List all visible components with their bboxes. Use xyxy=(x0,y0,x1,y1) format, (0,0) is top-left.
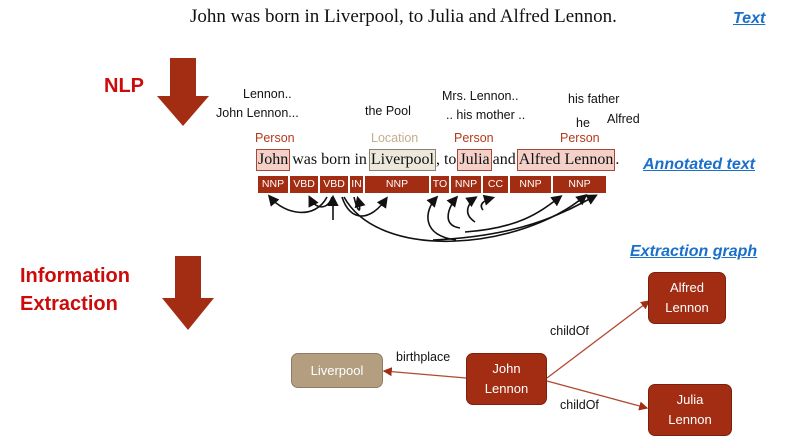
node-label-line: Lennon xyxy=(665,300,709,315)
edge-label-childof-alfred: childOf xyxy=(550,324,589,338)
extraction-graph-label-link[interactable]: Extraction graph xyxy=(630,243,758,260)
coref-john-1: Lennon.. xyxy=(243,87,292,101)
annotated-text-label-link[interactable]: Annotated text xyxy=(643,156,755,173)
token-to: , to xyxy=(435,151,457,168)
node-label-line: Lennon xyxy=(484,381,529,396)
pos-tag: NNP xyxy=(365,176,429,193)
ie-label-line1: Information xyxy=(20,265,130,287)
node-label-line: John xyxy=(492,361,521,376)
entity-type-julia: Person xyxy=(454,131,494,145)
token-was-born-in: was born in xyxy=(292,151,367,168)
pos-tag: TO xyxy=(431,176,449,193)
entity-julia: Julia xyxy=(457,149,492,171)
coref-alfred-1: his father xyxy=(568,92,620,106)
edge-label-childof-julia: childOf xyxy=(560,398,599,412)
node-julia-lennon[interactable]: Julia Lennon xyxy=(648,384,732,436)
pos-tag: NNP xyxy=(510,176,551,193)
pos-tag: VBD xyxy=(290,176,318,193)
entity-liverpool: Liverpool xyxy=(368,149,436,171)
node-john-lennon[interactable]: John Lennon xyxy=(466,353,547,405)
nlp-label: NLP xyxy=(104,75,144,97)
input-sentence: John was born in Liverpool, to Julia and… xyxy=(190,6,617,27)
token-and: and xyxy=(492,151,516,168)
coref-john-2: John Lennon... xyxy=(216,106,299,120)
down-arrow-icon xyxy=(157,58,209,126)
entity-john: John xyxy=(256,149,291,171)
down-arrow-icon xyxy=(162,256,214,330)
pos-tag: CC xyxy=(483,176,508,193)
text-label-link[interactable]: Text xyxy=(733,10,766,27)
node-liverpool[interactable]: Liverpool xyxy=(291,353,383,388)
coref-julia-1: Mrs. Lennon.. xyxy=(442,89,519,103)
node-label-line: Julia xyxy=(676,392,704,407)
node-label-line: Alfred xyxy=(670,280,704,295)
coref-julia-2: .. his mother .. xyxy=(446,108,526,122)
entity-alfred-lennon: Alfred Lennon xyxy=(516,149,616,171)
edge-label-birthplace: birthplace xyxy=(396,350,451,364)
coref-alfred-3: Alfred xyxy=(607,112,640,126)
node-label-line: Lennon xyxy=(668,412,712,427)
ie-label-line2: Extraction xyxy=(20,293,118,315)
entity-type-liverpool: Location xyxy=(371,131,419,145)
entity-type-john: Person xyxy=(255,131,295,145)
node-liverpool-label: Liverpool xyxy=(310,362,364,378)
pos-tag: VBD xyxy=(320,176,348,193)
pos-tag: NNP xyxy=(258,176,288,193)
coref-liverpool-1: the Pool xyxy=(365,104,411,118)
annotated-sentence: John was born in Liverpool , to Julia an… xyxy=(256,148,619,172)
entity-type-alfred: Person xyxy=(560,131,600,145)
coref-alfred-2: he xyxy=(576,116,590,130)
token-period: . xyxy=(615,151,620,168)
pos-tag: NNP xyxy=(451,176,481,193)
pos-tag: NNP xyxy=(553,176,606,193)
pos-tag-row: NNP VBD VBD IN NNP TO NNP CC NNP NNP xyxy=(258,176,606,193)
node-alfred-lennon[interactable]: Alfred Lennon xyxy=(648,272,726,324)
dependency-arcs xyxy=(267,193,598,242)
pos-tag: IN xyxy=(350,176,363,193)
